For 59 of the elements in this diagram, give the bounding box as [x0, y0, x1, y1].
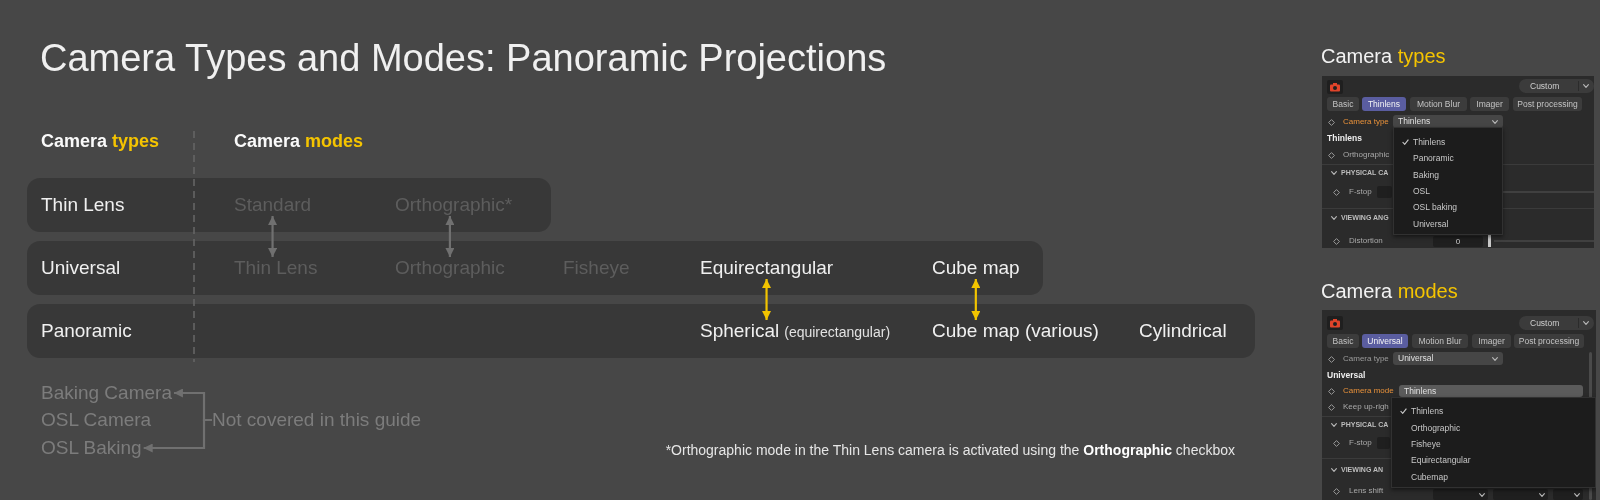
field-label: Distortion: [1349, 235, 1383, 247]
tab: Motion Blur: [1410, 97, 1467, 111]
menu-item: Panoramic: [1413, 152, 1454, 164]
tab: Post processing: [1514, 334, 1584, 348]
menu-item: OSL baking: [1413, 201, 1458, 213]
preset-dropdown: Custom: [1519, 79, 1594, 93]
double-arrow: [971, 279, 981, 320]
menu-item: Baking: [1413, 169, 1439, 181]
field-label: Camera type: [1343, 116, 1389, 128]
field-label: Orthographic: [1343, 149, 1390, 161]
camera-type-row: [27, 241, 1043, 295]
camera-mode-name: Cube map: [932, 257, 1020, 279]
camera-type-name: Universal: [41, 257, 121, 279]
dropdown-field: Thinlens: [1399, 385, 1583, 397]
tab: Motion Blur: [1412, 334, 1468, 348]
menu-item: Orthographic: [1411, 422, 1461, 434]
field-label: F-stop: [1349, 186, 1372, 198]
field-label: F-stop: [1349, 437, 1372, 449]
tab: Imager: [1470, 97, 1509, 111]
column-heading: Camera modes: [234, 130, 364, 152]
camera-mode-name: Spherical: [700, 320, 780, 342]
double-arrow: [762, 279, 772, 320]
menu-item: Thinlens: [1413, 136, 1446, 148]
section-heading: Universal: [1327, 369, 1366, 381]
menu-item: OSL: [1413, 185, 1430, 197]
menu-item: Equirectangular: [1411, 454, 1471, 466]
footnote: *Orthographic mode in the Thin Lens camera is activated using the Orthographic checkbox: [665, 441, 1235, 459]
field-label: Camera mode: [1343, 385, 1394, 397]
section-heading: Thinlens: [1327, 132, 1362, 144]
menu-item: Fisheye: [1411, 438, 1441, 450]
tab: Post processing: [1513, 97, 1582, 111]
tab: Basic: [1327, 97, 1359, 111]
tab: Thinlens: [1362, 97, 1406, 111]
input-field: 0: [1433, 236, 1483, 247]
field-label: Keep up-righ: [1343, 401, 1389, 413]
menu-item: Universal: [1413, 218, 1449, 230]
camera-type-row: [27, 304, 1255, 358]
column-heading: Camera types: [41, 130, 160, 152]
camera-type-name: Thin Lens: [41, 194, 125, 216]
tab: Imager: [1472, 334, 1511, 348]
double-arrow: [445, 216, 455, 257]
camera-mode-name: Cube map (various): [932, 320, 1099, 342]
tab: Basic: [1327, 334, 1359, 348]
double-arrow: [268, 216, 278, 257]
camera-mode-name: Cylindrical: [1139, 320, 1227, 342]
field-label: Camera type: [1343, 353, 1389, 365]
camera-mode-name: Equirectangular: [700, 257, 834, 279]
menu-item: Cubemap: [1411, 471, 1448, 483]
panel-heading: Camera types: [1321, 44, 1446, 68]
title: Camera Types and Modes: Panoramic Projections: [40, 36, 887, 81]
mode-note: (equirectangular): [784, 323, 891, 342]
field-label: Lens shift: [1349, 485, 1384, 497]
dropdown-field: Universal: [1393, 352, 1503, 365]
preset-dropdown: Custom: [1519, 316, 1594, 330]
panel-heading: Camera modes: [1321, 279, 1458, 303]
menu-item: Thinlens: [1411, 405, 1444, 417]
camera-type-name: Panoramic: [41, 320, 132, 342]
tab: Universal: [1362, 334, 1408, 348]
camera-type-row: [27, 178, 551, 232]
